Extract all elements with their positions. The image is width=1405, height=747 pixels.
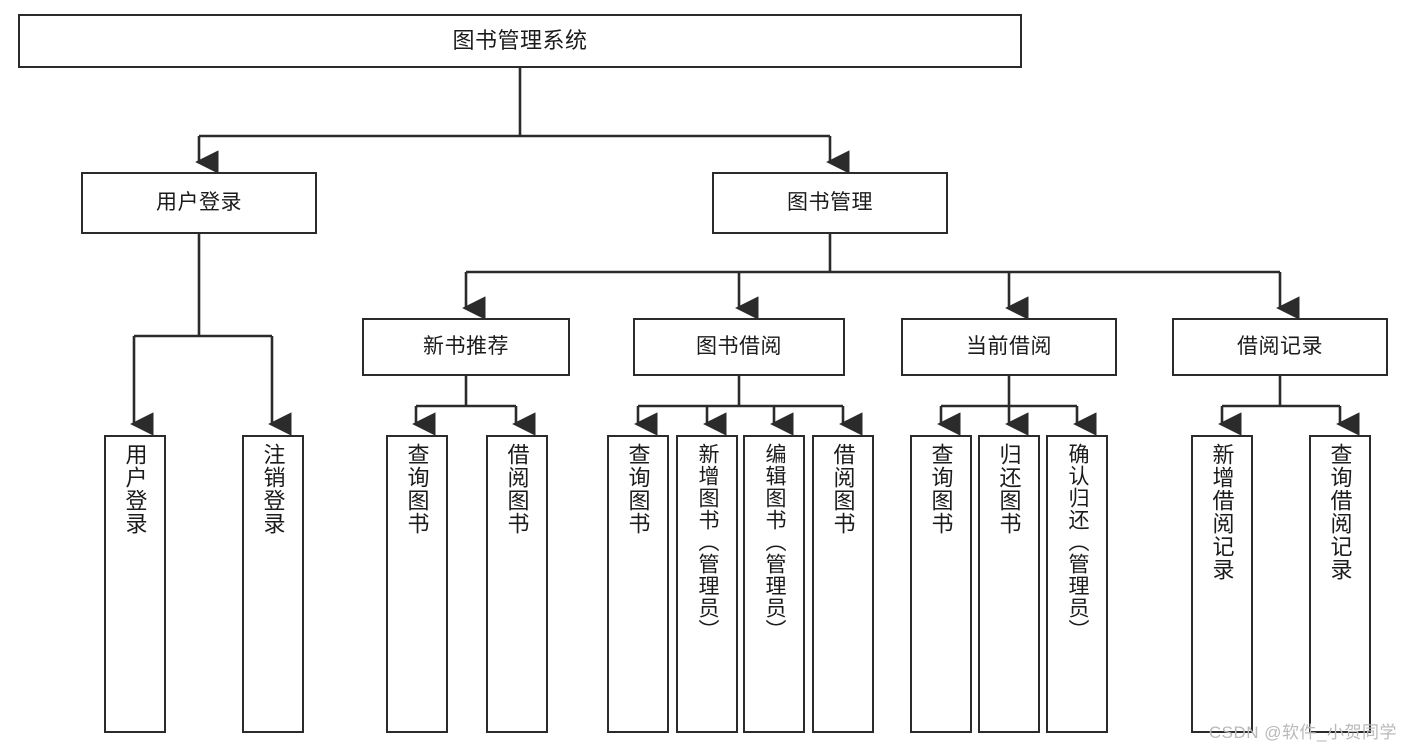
node-current-borrow-label: 当前借阅 xyxy=(966,335,1052,359)
leaf-borrow-book-1-label: 借阅图书 xyxy=(504,443,530,535)
leaf-user-login[interactable]: 用户登录 xyxy=(104,435,166,733)
node-root-label: 图书管理系统 xyxy=(452,27,588,53)
node-book-borrow[interactable]: 图书借阅 xyxy=(633,318,845,376)
leaf-logout[interactable]: 注销登录 xyxy=(242,435,304,733)
leaf-add-book[interactable]: 新增图书（管理员） xyxy=(676,435,738,733)
leaf-query-book-2[interactable]: 查询图书 xyxy=(607,435,669,733)
leaf-add-record[interactable]: 新增借阅记录 xyxy=(1191,435,1253,733)
leaf-borrow-book-2-label: 借阅图书 xyxy=(830,443,856,535)
leaf-edit-book[interactable]: 编辑图书（管理员） xyxy=(743,435,805,733)
leaf-query-record-label: 查询借阅记录 xyxy=(1327,443,1353,581)
node-book-manage-label: 图书管理 xyxy=(787,191,873,215)
leaf-add-book-label: 新增图书（管理员） xyxy=(696,443,720,641)
leaf-query-book-3[interactable]: 查询图书 xyxy=(910,435,972,733)
leaf-add-record-label: 新增借阅记录 xyxy=(1209,443,1235,581)
leaf-query-book-3-label: 查询图书 xyxy=(928,443,954,535)
leaf-return-book[interactable]: 归还图书 xyxy=(978,435,1040,733)
node-book-manage[interactable]: 图书管理 xyxy=(712,172,948,234)
leaf-query-record[interactable]: 查询借阅记录 xyxy=(1309,435,1371,733)
node-borrow-record-label: 借阅记录 xyxy=(1237,335,1323,359)
node-current-borrow[interactable]: 当前借阅 xyxy=(901,318,1117,376)
node-new-book-recommend[interactable]: 新书推荐 xyxy=(362,318,570,376)
node-borrow-record[interactable]: 借阅记录 xyxy=(1172,318,1388,376)
leaf-user-login-label: 用户登录 xyxy=(122,443,148,535)
node-new-book-recommend-label: 新书推荐 xyxy=(423,335,509,359)
leaf-query-book-1[interactable]: 查询图书 xyxy=(386,435,448,733)
leaf-query-book-2-label: 查询图书 xyxy=(625,443,651,535)
leaf-confirm-return[interactable]: 确认归还（管理员） xyxy=(1046,435,1108,733)
leaf-borrow-book-1[interactable]: 借阅图书 xyxy=(486,435,548,733)
leaf-query-book-1-label: 查询图书 xyxy=(404,443,430,535)
watermark: CSDN @软件_小贺同学 xyxy=(1208,723,1397,742)
leaf-confirm-return-label: 确认归还（管理员） xyxy=(1066,443,1090,641)
node-user-login-label: 用户登录 xyxy=(156,191,242,215)
leaf-return-book-label: 归还图书 xyxy=(996,443,1022,535)
node-root[interactable]: 图书管理系统 xyxy=(18,14,1022,68)
node-user-login[interactable]: 用户登录 xyxy=(81,172,317,234)
leaf-borrow-book-2[interactable]: 借阅图书 xyxy=(812,435,874,733)
leaf-logout-label: 注销登录 xyxy=(260,443,286,535)
node-book-borrow-label: 图书借阅 xyxy=(696,335,782,359)
leaf-edit-book-label: 编辑图书（管理员） xyxy=(763,443,787,641)
